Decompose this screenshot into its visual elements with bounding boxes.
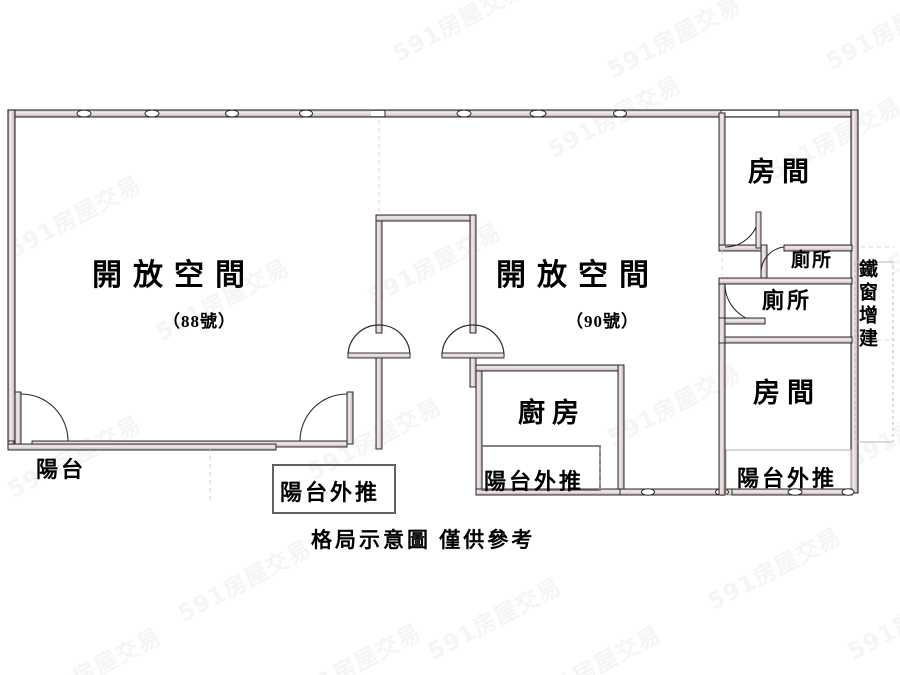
interior-walls <box>7 112 894 514</box>
room-label-balcony-ext-right: 陽台外推 <box>737 466 838 491</box>
room-label-open-space-90: 開放空間 <box>496 259 660 292</box>
room-label-balcony-ext-left: 陽台外推 <box>280 480 381 505</box>
room-sublabel-open-space-88: （88號） <box>163 312 236 331</box>
room-label-iron-window-extension: 鐵窗增建 <box>856 259 877 351</box>
window-markers-top <box>76 109 780 118</box>
room-sublabel-open-space-90: （90號） <box>566 312 639 331</box>
room-label-bedroom-bottom: 房間 <box>753 378 821 408</box>
outer-walls <box>7 109 859 494</box>
room-label-balcony-left: 陽台 <box>36 457 87 482</box>
room-label-toilet-small: 廁所 <box>791 250 834 271</box>
guide-lines <box>209 120 895 500</box>
room-label-kitchen: 廚房 <box>518 398 586 428</box>
room-label-toilet-large: 廁所 <box>762 288 813 313</box>
plan-caption: 格局示意圖 僅供參考 <box>311 528 536 552</box>
room-label-balcony-ext-mid: 陽台外推 <box>484 469 585 494</box>
room-label-bedroom-top: 房間 <box>748 157 816 187</box>
room-label-open-space-88: 開放空間 <box>92 259 256 292</box>
